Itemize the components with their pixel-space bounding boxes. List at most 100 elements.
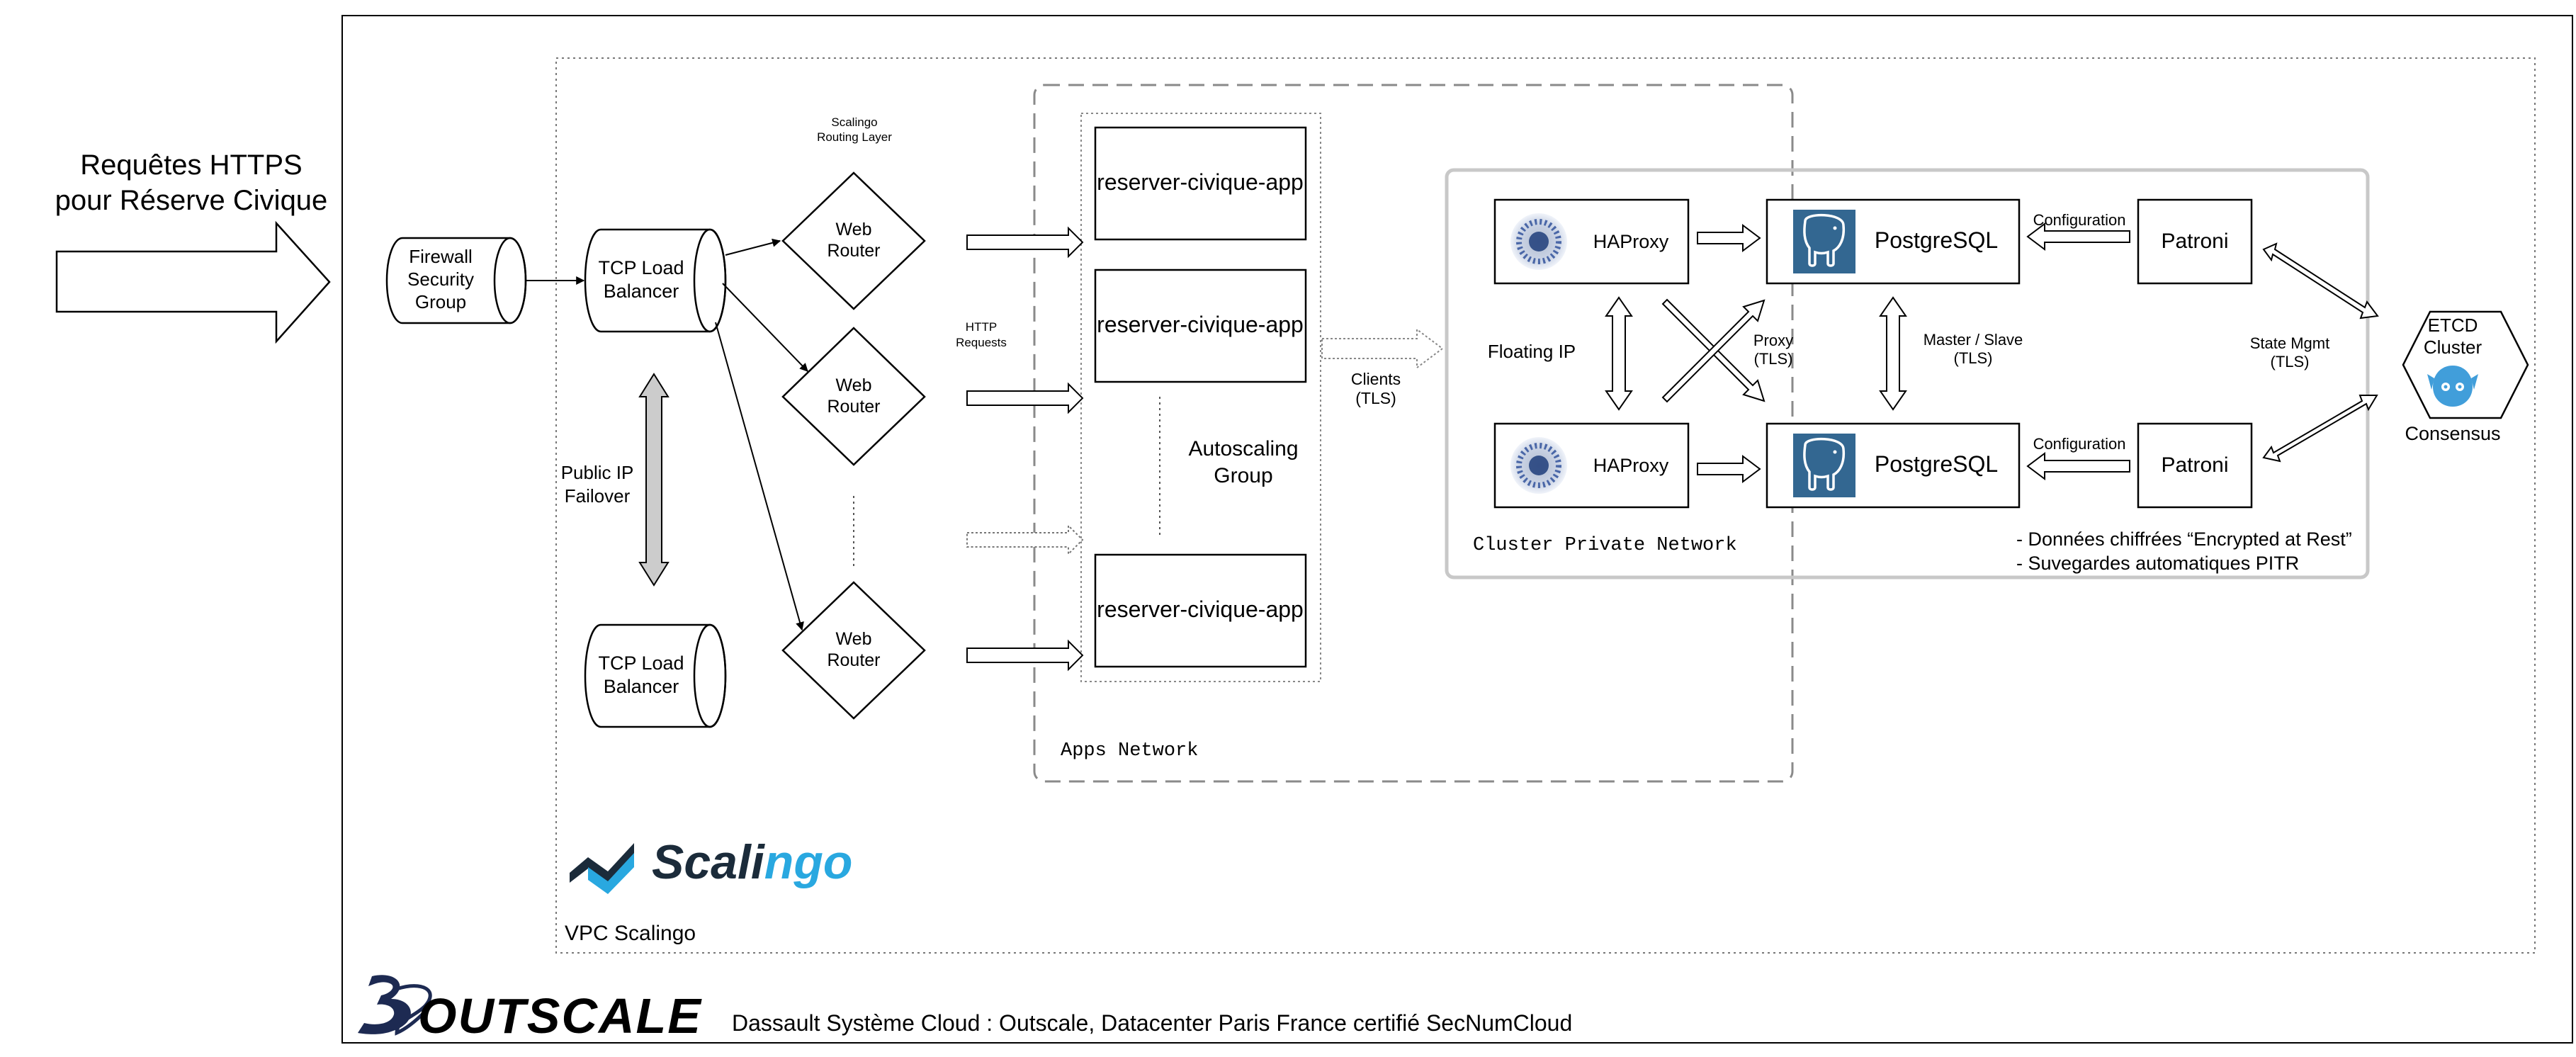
tcp-lb-bottom-line2: Balancer: [604, 676, 679, 697]
app-instance-1: reserver-civique-app: [1094, 126, 1307, 241]
etcd-line1: ETCD: [2428, 315, 2478, 336]
app-instance-3: reserver-civique-app: [1094, 553, 1307, 668]
etcd-line2: Cluster: [2424, 337, 2482, 358]
haproxy-bottom-label: HAProxy: [1593, 455, 1669, 476]
web-router-2-line1: Web: [836, 375, 872, 395]
vpc-scalingo-frame: [555, 57, 2536, 954]
note-encryption: - Données chiffrées “Encrypted at Rest”: [2016, 528, 2352, 550]
app-instance-1-label: reserver-civique-app: [1097, 169, 1304, 195]
web-router-3: Web Router: [781, 581, 926, 720]
haproxy-top-to-pg-arrow: [1697, 224, 1761, 252]
etcd-caption: Consensus: [2405, 423, 2500, 444]
firewall-line1: Firewall: [409, 246, 473, 267]
postgresql-elephant-icon: [1793, 210, 1855, 273]
outscale-logo: OUTSCALE: [358, 975, 702, 1044]
config-top-label: Configuration: [2033, 211, 2126, 229]
lb-to-router-1: [725, 238, 781, 256]
router1-to-app-arrow: [966, 226, 1084, 259]
haproxy-bottom-to-pg-arrow: [1697, 455, 1761, 483]
web-router-2: Web Router: [781, 327, 926, 466]
firewall-security-group: Firewall Security Group: [385, 237, 527, 324]
postgresql-elephant-icon: [1793, 434, 1855, 497]
apps-network-label: Apps Network: [1061, 740, 1198, 762]
autoscaling-line2: Group: [1214, 464, 1272, 487]
scalingo-logo-part2: ngo: [764, 835, 853, 889]
request-label-line2: pour Réserve Civique: [55, 185, 328, 216]
postgresql-bottom: PostgreSQL: [1766, 422, 2021, 509]
router2-to-app-arrow: [966, 382, 1084, 414]
proxy-line1: Proxy: [1753, 332, 1793, 349]
scalingo-logo-text: Scalingo: [652, 835, 852, 889]
lb-to-router-2: [722, 283, 808, 372]
request-big-arrow: [55, 220, 331, 344]
app-instance-3-label: reserver-civique-app: [1097, 597, 1304, 622]
cluster-network-label: Cluster Private Network: [1473, 535, 1737, 556]
app-instance-2-label: reserver-civique-app: [1097, 312, 1304, 337]
scalingo-logo-part1: Scali: [652, 835, 766, 889]
scalingo-logo-mark-accent: [588, 853, 634, 894]
etcd-cluster: ETCD Cluster Consensus: [2402, 310, 2529, 444]
request-label-line1: Requêtes HTTPS: [80, 149, 302, 181]
web-router-1-line1: Web: [836, 220, 872, 239]
haproxy-top-label: HAProxy: [1593, 231, 1669, 252]
outscale-logo-mark-2: [395, 984, 432, 1036]
master-slave-double-arrow: [1879, 296, 1907, 411]
note-backups: - Suvegardes automatiques PITR: [2016, 553, 2299, 574]
proxy-line2: (TLS): [1754, 350, 1793, 368]
outscale-caption: Dassault Système Cloud : Outscale, Datac…: [732, 1010, 1572, 1036]
patroni-bottom: Patroni: [2137, 422, 2253, 509]
patroni-bottom-label: Patroni: [2161, 453, 2228, 477]
config-bottom-label: Configuration: [2033, 435, 2126, 453]
failover-double-arrow: [638, 373, 670, 587]
patroni-top: Patroni: [2137, 198, 2253, 285]
public-ip-failover: Public IP Failover: [561, 373, 670, 587]
cluster-network-frame: [1445, 168, 2370, 580]
proxy-cross-arrow-up: [1661, 299, 1766, 403]
state-mgmt-line1: State Mgmt: [2250, 334, 2329, 352]
tcp-load-balancer-bottom: TCP Load Balancer: [584, 623, 727, 728]
patroni-top-label: Patroni: [2161, 230, 2228, 253]
web-router-3-line1: Web: [836, 629, 872, 649]
patroni-bottom-config-arrow: [2026, 452, 2130, 480]
tcp-load-balancer-top: TCP Load Balancer: [584, 228, 727, 333]
floating-ip-double-arrow: [1605, 296, 1633, 411]
outscale-frame: [341, 15, 2573, 1044]
router-n-to-app-arrow-dotted: [966, 524, 1084, 556]
tcp-lb-top-line1: TCP Load: [598, 257, 684, 278]
firewall-line2: Security: [407, 269, 474, 290]
state-mgmt-line2: (TLS): [2271, 353, 2310, 371]
etcd-icon: [2427, 366, 2478, 407]
patroni-top-config-arrow: [2026, 222, 2130, 251]
postgresql-top: PostgreSQL: [1766, 198, 2021, 285]
scalingo-logo-mark: [570, 843, 634, 883]
vpc-scalingo-label: VPC Scalingo: [565, 922, 696, 945]
state-mgmt-arrow-bottom: [2262, 395, 2378, 463]
http-requests-line1: HTTP: [966, 320, 997, 334]
http-requests-line2: Requests: [956, 336, 1007, 349]
floating-ip-label: Floating IP: [1488, 341, 1576, 362]
web-router-3-line2: Router: [827, 650, 880, 670]
outscale-logo-text: OUTSCALE: [418, 988, 702, 1044]
tcp-lb-top-line2: Balancer: [604, 281, 679, 302]
public-ip-line1: Public IP: [561, 462, 634, 483]
postgresql-bottom-label: PostgreSQL: [1875, 451, 1998, 477]
autoscaling-line1: Autoscaling: [1188, 437, 1298, 460]
clients-tls-arrow: [1321, 328, 1444, 369]
clients-line2: (TLS): [1355, 389, 1396, 407]
web-router-1: Web Router: [781, 171, 926, 310]
app-instance-2: reserver-civique-app: [1094, 269, 1307, 383]
public-ip-line2: Failover: [565, 485, 631, 507]
web-router-1-line2: Router: [827, 241, 880, 261]
routing-layer-line1: Scalingo: [831, 115, 877, 129]
firewall-line3: Group: [415, 291, 466, 312]
https-requests: Requêtes HTTPS pour Réserve Civique: [55, 149, 331, 344]
outscale-logo-mark: [358, 975, 411, 1034]
master-slave-line2: (TLS): [1954, 349, 1993, 367]
tcp-lb-bottom-line1: TCP Load: [598, 652, 684, 674]
haproxy-icon: [1510, 437, 1567, 494]
haproxy-top: HAProxy: [1493, 198, 1690, 285]
routing-layer-line2: Routing Layer: [817, 130, 892, 144]
clients-line1: Clients: [1351, 370, 1401, 388]
